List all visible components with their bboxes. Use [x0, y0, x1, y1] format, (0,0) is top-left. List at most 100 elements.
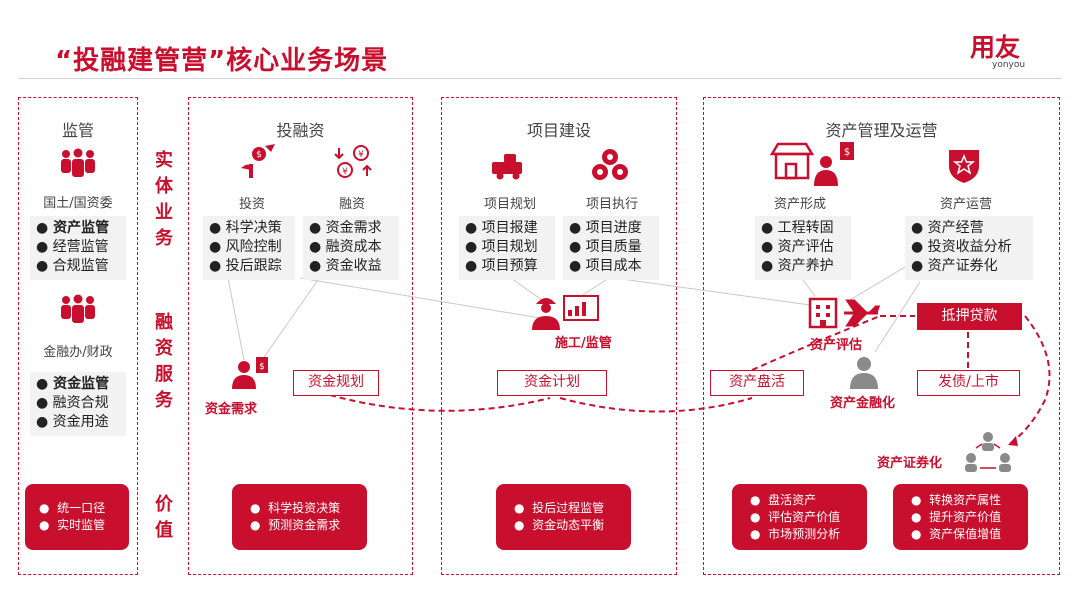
side-label-value: 价值: [155, 494, 173, 541]
fund-schedule-box: 资金计划: [497, 370, 607, 396]
regulator-group1-label: 国土/国资委: [43, 196, 113, 211]
finance-list: ● 资金需求 ● 融资成本 ● 资金收益: [303, 216, 399, 280]
supervision-label: 施工/监管: [555, 336, 612, 351]
truck-icon: [492, 154, 522, 180]
list-item: ● 资产经营: [911, 220, 984, 236]
regulator-value-box: ● 统一口径 ● 实时监管: [25, 484, 129, 550]
list-item: ● 资产监管: [36, 220, 110, 236]
list-item: ● 资产证券化: [911, 258, 998, 274]
coins-icon: $: [241, 144, 275, 178]
store-icon: $: [769, 142, 854, 186]
svg-text:$: $: [259, 362, 265, 372]
list-item: ● 项目质量: [569, 239, 642, 255]
header-divider: [18, 78, 1062, 79]
construction-panel: [441, 97, 677, 575]
mortgage-box: 抵押贷款: [917, 303, 1022, 330]
network-icon: [965, 432, 1011, 472]
side-label-financing-service: 融资服务: [155, 312, 173, 411]
value-item: ● 实时监管: [39, 518, 106, 532]
value-item: ● 统一口径: [39, 501, 106, 515]
financialize-label: 资产金融化: [830, 396, 896, 411]
svg-text:$: $: [256, 150, 262, 160]
person-icon: [850, 357, 878, 389]
shield-star-icon: [949, 150, 979, 183]
page-title: “投融建管营”核心业务场景: [55, 46, 389, 76]
building-icon: [808, 297, 880, 329]
construction-value-box: ● 投后过程监管 ● 资金动态平衡: [496, 484, 631, 550]
regulator-title: 监管: [61, 121, 94, 140]
list-item: ● 风险控制: [209, 239, 282, 255]
formation-label: 资产形成: [773, 197, 826, 212]
fund-demand-label: 资金需求: [205, 402, 258, 417]
logo-subtext: yonyou: [992, 60, 1026, 70]
value-item: ● 市场预测分析: [750, 526, 841, 541]
list-item: ● 项目预算: [465, 258, 538, 274]
worker-icon: $: [232, 357, 268, 389]
list-item: ● 项目规划: [465, 239, 538, 255]
securitize-label: 资产证券化: [877, 456, 943, 471]
list-item: ● 资产养护: [761, 258, 834, 274]
regulator-group1-list: ● 资产监管 ● 经营监管 ● 合规监管: [30, 216, 126, 280]
value-item: ● 资产保值增值: [911, 526, 1002, 541]
list-item: ● 融资合规: [36, 395, 109, 411]
value-item: ● 提升资产价值: [911, 509, 1002, 524]
list-item: ● 经营监管: [36, 239, 109, 255]
assets-panel: [703, 97, 1060, 575]
operation-list: ● 资产经营 ● 投资收益分析 ● 资产证券化: [905, 216, 1033, 280]
invest-list: ● 科学决策 ● 风险控制 ● 投后跟踪: [203, 216, 295, 280]
list-item: ● 融资成本: [309, 239, 382, 255]
invest-label: 投资: [238, 197, 265, 212]
investment-panel: [188, 97, 413, 575]
list-item: ● 投后跟踪: [209, 258, 282, 274]
people-group-icon: [61, 148, 95, 177]
list-item: ● 资金监管: [36, 376, 110, 392]
assets-value-box-2: ● 转换资产属性 ● 提升资产价值 ● 资产保值增值: [893, 484, 1028, 550]
value-item: ● 转换资产属性: [911, 492, 1002, 507]
operation-label: 资产运营: [939, 197, 992, 212]
assets-title: 资产管理及运营: [825, 121, 938, 140]
worker-icon: [532, 295, 599, 330]
list-item: ● 资金收益: [309, 258, 382, 274]
svg-text:$: $: [844, 147, 850, 158]
finance-label: 融资: [338, 197, 365, 212]
revitalize-box: 资产盘活: [710, 370, 804, 396]
planning-list: ● 项目报建 ● 项目规划 ● 项目预算: [459, 216, 555, 280]
list-item: ● 合规监管: [36, 258, 109, 274]
investment-title: 投融资: [276, 121, 325, 140]
execution-label: 项目执行: [585, 197, 638, 212]
fund-plan-box: 资金规划: [293, 370, 379, 396]
svg-text:¥: ¥: [342, 167, 348, 177]
value-item: ● 科学投资决策: [250, 501, 341, 515]
side-label-entity-business: 实体业务: [155, 150, 173, 249]
execution-list: ● 项目进度 ● 项目质量 ● 项目成本: [563, 216, 659, 280]
list-item: ● 资金用途: [36, 414, 109, 430]
evaluation-label: 资产评估: [810, 338, 863, 353]
regulator-panel: [18, 97, 138, 575]
list-item: ● 项目进度: [569, 220, 642, 236]
svg-text:¥: ¥: [358, 150, 364, 160]
value-item: ● 评估资产价值: [750, 509, 841, 524]
value-item: ● 资金动态平衡: [514, 518, 605, 532]
value-item: ● 预测资金需求: [250, 518, 341, 532]
list-item: ● 科学决策: [209, 220, 282, 236]
investment-value-box: ● 科学投资决策 ● 预测资金需求: [232, 484, 367, 550]
airplane-icon: [844, 299, 880, 327]
value-item: ● 盘活资产: [750, 492, 817, 507]
gears-icon: [592, 149, 628, 180]
formation-list: ● 工程转固 ● 资产评估 ● 资产养护: [755, 216, 851, 280]
construction-title: 项目建设: [526, 121, 591, 140]
regulator-group2-label: 金融办/财政: [43, 345, 113, 360]
value-item: ● 投后过程监管: [514, 501, 605, 515]
list-item: ● 投资收益分析: [911, 239, 1012, 255]
planning-label: 项目规划: [483, 197, 536, 212]
currency-exchange-icon: ¥ ¥: [334, 145, 372, 178]
people-group-icon: [61, 294, 95, 323]
list-item: ● 工程转固: [761, 220, 834, 236]
list-item: ● 项目报建: [465, 220, 538, 236]
list-item: ● 资金需求: [309, 220, 382, 236]
assets-value-box-1: ● 盘活资产 ● 评估资产价值 ● 市场预测分析: [732, 484, 867, 550]
regulator-group2-list: ● 资金监管 ● 融资合规 ● 资金用途: [30, 372, 126, 436]
list-item: ● 项目成本: [569, 258, 642, 274]
bond-box: 发债/上市: [917, 370, 1020, 396]
